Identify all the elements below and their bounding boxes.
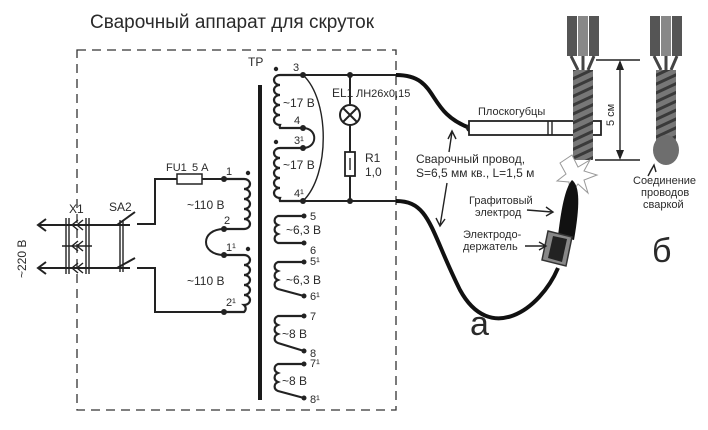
secondary-voltage-6-3-1: ~6,3 В xyxy=(286,223,321,237)
cable-label-2: S=6,5 мм кв., L=1,5 м xyxy=(416,166,534,180)
mains-voltage-label: ~220 В xyxy=(15,240,29,278)
lamp-type: ЛН26х0,15 xyxy=(356,88,410,100)
bypass-arc xyxy=(302,74,324,202)
cable-label-1: Сварочный провод, xyxy=(416,152,525,166)
spark-icon xyxy=(555,154,599,197)
figure-label-b: б xyxy=(652,232,671,270)
arrow-left-icon xyxy=(36,218,47,232)
secondary-voltage-8-2: ~8 В xyxy=(282,374,307,388)
welding-cable-holder xyxy=(395,199,560,321)
secondary-winding-3-4: 3 4 ~17 В xyxy=(272,62,315,131)
graphite-electrode xyxy=(558,180,579,240)
resistor-r1: R1 1,0 xyxy=(344,151,382,201)
primary-winding-2: 1¹ 2¹ ~110 В xyxy=(187,242,252,315)
arrow-down-icon xyxy=(435,182,448,228)
terminal-1: 1 xyxy=(226,166,232,178)
terminal-6: 6 xyxy=(310,245,316,257)
twisted-wires-a xyxy=(567,16,599,160)
holder-label-1: Электродо- xyxy=(463,229,522,241)
primary-wire-bottom xyxy=(137,267,224,313)
welded-wires-b xyxy=(650,16,682,165)
holder-label-2: держатель xyxy=(463,241,518,253)
secondary-winding-5-6: 5 6 ~6,3 В xyxy=(273,211,321,257)
length-dimension: 5 см xyxy=(595,59,640,161)
terminal-6-prime: 6¹ xyxy=(310,291,320,303)
lamp-ref: EL1 xyxy=(332,86,354,100)
lamp-el1: EL1 ЛН26х0,15 xyxy=(332,75,410,152)
terminal-5-prime: 5¹ xyxy=(310,256,320,268)
fuse-fu1: FU1 5 А xyxy=(166,162,224,185)
terminal-3-prime: 3¹ xyxy=(294,135,304,147)
arrow-right-icon xyxy=(525,241,548,251)
figure-label-a: а xyxy=(470,305,489,343)
enclosure-boundary xyxy=(76,49,397,411)
joint-label-2: проводов xyxy=(641,187,689,199)
secondary-voltage-8-1: ~8 В xyxy=(282,327,307,341)
welding-cable-pliers xyxy=(395,73,471,130)
secondary-series-link xyxy=(302,127,316,149)
arrow-up-icon xyxy=(447,129,457,153)
switch-label: SA2 xyxy=(109,200,132,214)
terminal-8-prime: 8¹ xyxy=(310,394,320,406)
secondary-voltage-6-3-2: ~6,3 В xyxy=(286,273,321,287)
primary-voltage-1: ~110 В xyxy=(187,198,224,212)
electrode-holder xyxy=(541,230,573,267)
terminal-1-prime: 1¹ xyxy=(226,242,236,254)
secondary-voltage-17-1: ~17 В xyxy=(283,96,315,110)
connector-label: X1 xyxy=(69,202,84,216)
switch-sa2[interactable]: SA2 xyxy=(109,200,136,272)
primary-voltage-2: ~110 В xyxy=(187,274,224,288)
terminal-8: 8 xyxy=(310,348,316,360)
diagram-title: Сварочный аппарат для скруток xyxy=(90,12,375,33)
terminal-7: 7 xyxy=(310,311,316,323)
fuse-rating: 5 А xyxy=(192,162,209,174)
terminal-4: 4 xyxy=(294,115,300,127)
arrow-up-icon xyxy=(647,163,657,177)
joint-label-3: сваркой xyxy=(643,199,684,211)
length-label: 5 см xyxy=(605,104,617,126)
terminal-4-prime: 4¹ xyxy=(294,188,304,200)
secondary-winding-5-6-prime: 5¹ 6¹ ~6,3 В xyxy=(273,256,321,303)
primary-series-link xyxy=(205,228,225,256)
secondary-voltage-17-2: ~17 В xyxy=(283,158,315,172)
terminal-2: 2 xyxy=(224,215,230,227)
connector-x1: X1 xyxy=(62,202,92,274)
secondary-winding-7-8: 7 8 ~8 В xyxy=(273,311,316,360)
terminal-7-prime: 7¹ xyxy=(310,358,320,370)
arrow-left-icon xyxy=(36,261,47,275)
primary-wire-top xyxy=(137,178,177,225)
electrode-label-1: Графитовый xyxy=(469,195,533,207)
electrode-label-2: электрод xyxy=(475,207,522,219)
arrow-right-icon xyxy=(526,206,555,217)
secondary-winding-7-8-prime: 7¹ 8¹ ~8 В xyxy=(273,358,320,406)
primary-winding-1: 1 2 ~110 В xyxy=(187,166,252,232)
resistor-ref: R1 xyxy=(365,151,381,165)
terminal-3: 3 xyxy=(293,62,299,74)
resistor-value: 1,0 xyxy=(365,165,382,179)
terminal-5: 5 xyxy=(310,211,316,223)
pliers-label: Плоскогубцы xyxy=(478,106,545,118)
fuse-ref: FU1 xyxy=(166,162,187,174)
transformer-ref: ТР xyxy=(248,55,263,69)
secondary-winding-3-4-prime: 3¹ 4¹ ~17 В xyxy=(272,135,315,204)
joint-label-1: Соединение xyxy=(633,175,696,187)
mains-input: ~220 В xyxy=(15,218,130,278)
pliers: Плоскогубцы xyxy=(468,106,602,136)
terminal-2-prime: 2¹ xyxy=(226,297,236,309)
